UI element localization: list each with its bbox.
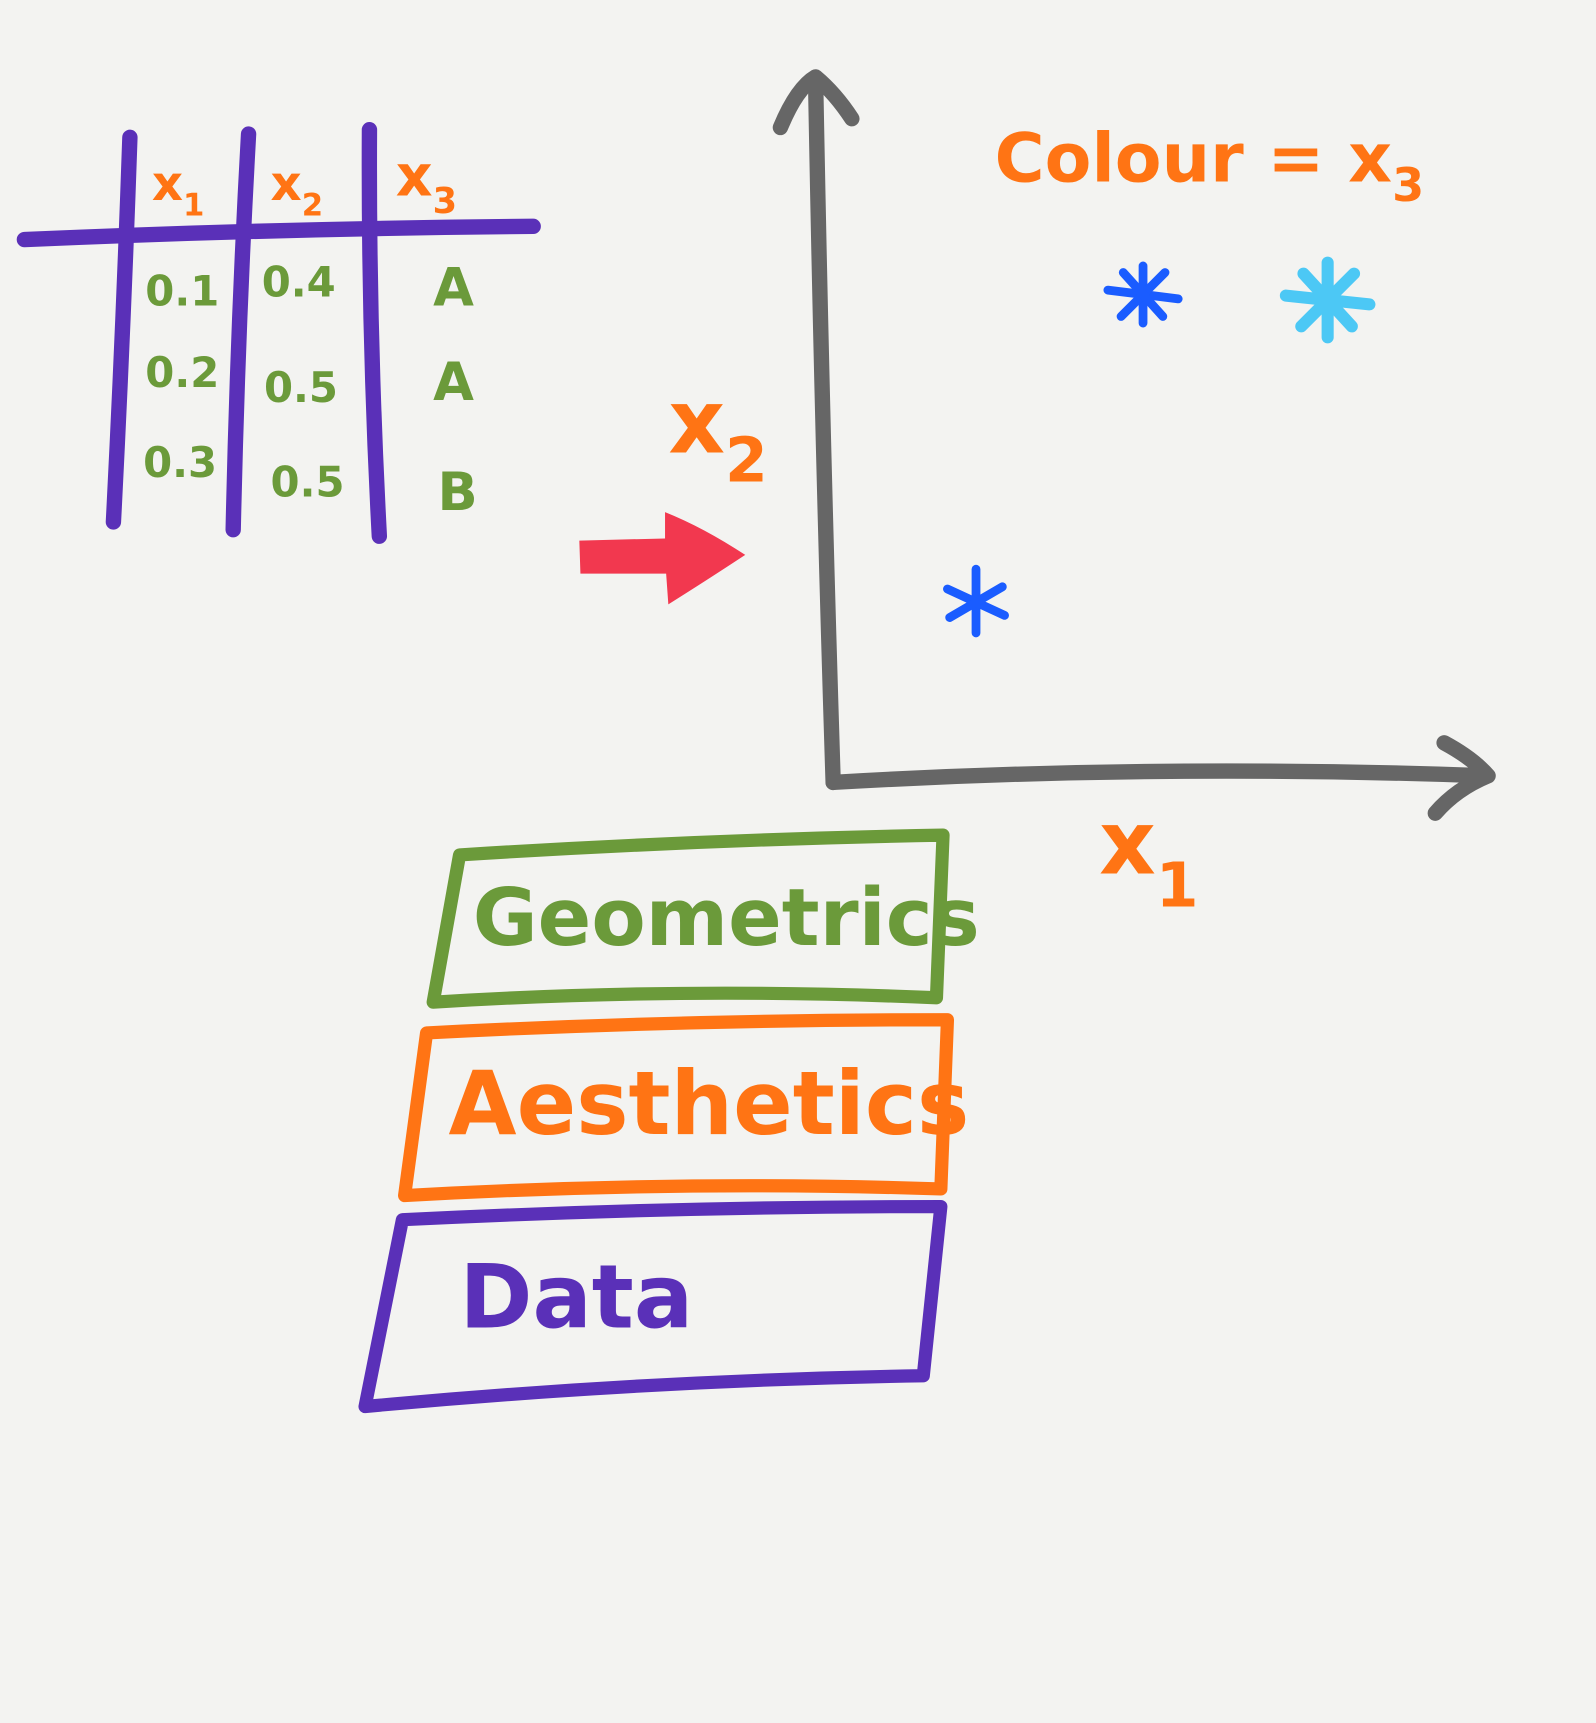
colour-mapping-label: Colour = x3 (995, 119, 1425, 212)
table-cell: 0.5 (271, 458, 345, 507)
data-layer-label: Data (460, 1245, 694, 1348)
table-header-line (16, 218, 541, 248)
table-cell: 0.1 (145, 266, 219, 315)
table-header-x3: x3 (396, 144, 457, 223)
data-table (16, 121, 541, 544)
data-point-asterisk-icon (1279, 256, 1376, 344)
aesthetics-layer-label: Aesthetics (449, 1052, 970, 1155)
table-cell: 0.4 (262, 258, 336, 307)
geometrics-layer-box (426, 828, 950, 1009)
table-cell: A (433, 352, 474, 413)
plot-axes (772, 69, 1496, 821)
table-cell: A (433, 257, 474, 318)
table-divider-2 (225, 126, 257, 538)
table-header-x1: x1 (152, 156, 205, 223)
y-axis-label: x2 (668, 371, 768, 497)
data-layer-box (358, 1199, 948, 1414)
x-axis (825, 763, 1494, 791)
table-cell: B (438, 462, 478, 523)
geometrics-layer-label: Geometrics (473, 872, 980, 964)
x-axis-arrowhead (1427, 735, 1496, 821)
transform-arrow-icon (579, 512, 746, 605)
table-divider-1 (105, 129, 138, 530)
table-cell: 0.2 (145, 348, 219, 397)
table-header-x2: x2 (271, 156, 324, 223)
y-axis (807, 71, 841, 791)
table-divider-3 (361, 121, 388, 544)
table-cell: 0.5 (264, 363, 338, 412)
data-point-asterisk-icon (943, 564, 1009, 638)
data-point-asterisk-icon (1103, 261, 1183, 328)
y-axis-arrowhead (772, 69, 860, 136)
aesthetics-layer-box (398, 1013, 955, 1203)
table-cell: 0.3 (143, 438, 217, 487)
x-axis-label: x1 (1099, 792, 1199, 922)
